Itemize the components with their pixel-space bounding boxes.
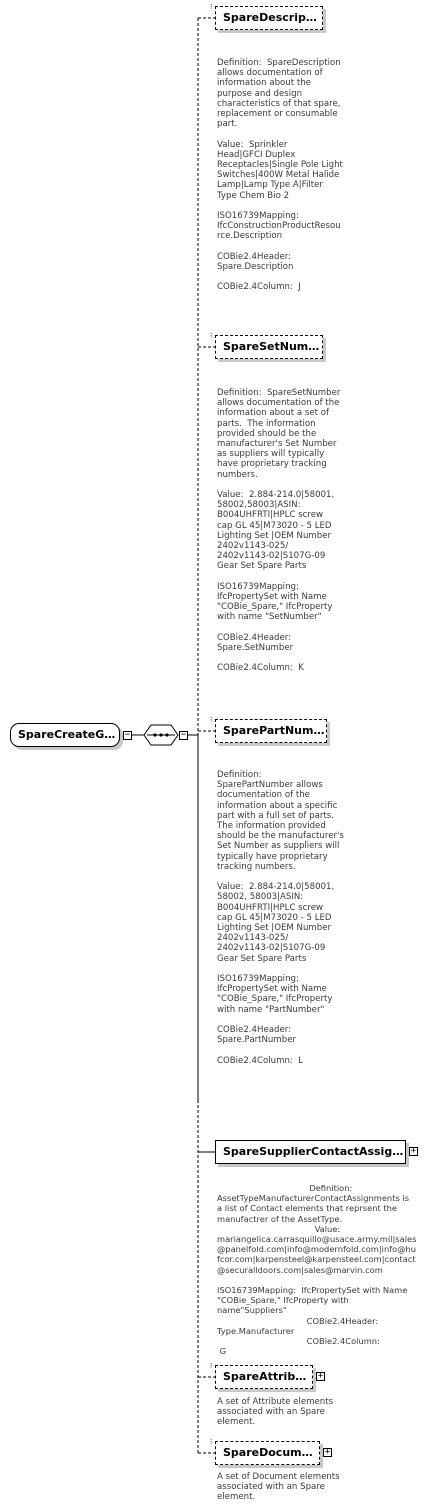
element-label: SpareDescription — [223, 11, 322, 24]
element-documentation: A set of Attribute elements associated w… — [217, 1397, 334, 1428]
optional-marker: ⁝ — [210, 1362, 213, 1370]
element-spare-supplier-contact-assignments[interactable]: SpareSupplierContactAssignm... — [215, 1140, 406, 1164]
optional-marker: ⁝ — [210, 3, 213, 11]
element-spare-documents[interactable]: SpareDocuments — [215, 1441, 320, 1465]
expand-icon[interactable]: + — [409, 1146, 418, 1156]
root-collapse-icon[interactable]: − — [123, 730, 132, 740]
optional-marker: ⁝ — [210, 332, 213, 340]
expand-icon[interactable]: + — [316, 1371, 325, 1381]
sequence-collapse-icon[interactable]: − — [179, 730, 188, 740]
element-label: SpareSupplierContactAssignm... — [223, 1145, 405, 1158]
expand-icon[interactable]: + — [323, 1447, 332, 1457]
element-spare-description[interactable]: SpareDescription — [215, 6, 323, 30]
element-documentation: Definition: SparePartNumber allows docum… — [217, 770, 344, 1066]
optional-marker: ⁝ — [210, 1438, 213, 1446]
element-documentation: Definition: AssetTypeManufacturerContact… — [217, 1183, 417, 1357]
element-documentation: Definition: SpareSetNumber allows docume… — [217, 388, 341, 674]
element-label: SpareSetNumber — [223, 340, 322, 353]
element-label: SpareAttributes — [223, 1370, 312, 1383]
element-spare-set-number[interactable]: SpareSetNumber — [215, 335, 323, 359]
element-documentation: A set of Document elements associated wi… — [217, 1472, 340, 1503]
element-label: SparePartNumber — [223, 724, 326, 737]
root-element-box[interactable]: SpareCreateGroup — [10, 723, 120, 747]
element-spare-attributes[interactable]: SpareAttributes — [215, 1365, 313, 1389]
element-label: SpareDocuments — [223, 1446, 319, 1459]
optional-marker: ⁝ — [210, 716, 213, 724]
element-spare-part-number[interactable]: SparePartNumber — [215, 719, 327, 743]
element-documentation: Definition: SpareDescription allows docu… — [217, 58, 343, 293]
